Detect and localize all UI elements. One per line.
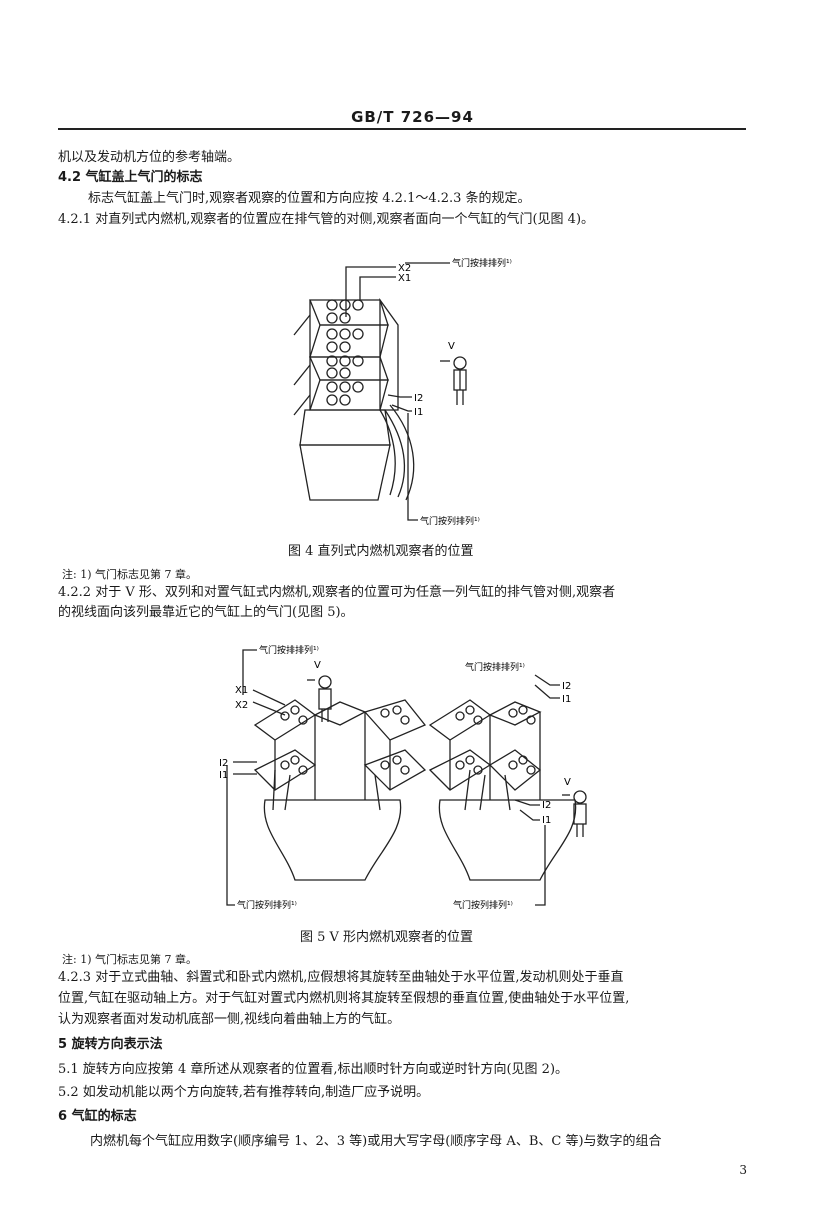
- fig4-intake-label: 气门按列排列¹⁾: [420, 515, 480, 527]
- section-heading-5: 5 旋转方向表示法: [58, 1037, 163, 1052]
- fig5-right-i1-label: I1: [542, 815, 551, 826]
- clause-5-1: 5.1 旋转方向应按第 4 章所述从观察者的位置看,标出顺时针方向或逆时针方向(…: [58, 1062, 569, 1077]
- fig5-x1-label: X1: [235, 685, 248, 696]
- fig5-x2-label: X2: [235, 700, 248, 711]
- fig4-x1-label: X1: [398, 273, 411, 284]
- fig5-right-i1-top: I1: [562, 694, 571, 705]
- fig5-i2-label: I2: [219, 758, 228, 769]
- text-line: 标志气缸盖上气门时,观察者观察的位置和方向应按 4.2.1～4.2.3 条的规定…: [88, 191, 531, 206]
- fig5-left-top-label: 气门按排排列¹⁾: [259, 644, 319, 656]
- fig5-i1-label: I1: [219, 770, 228, 781]
- figure-5-caption: 图 5 V 形内燃机观察者的位置: [300, 930, 474, 945]
- section-heading-6: 6 气缸的标志: [58, 1109, 137, 1124]
- note-1: 注: 1) 气门标志见第 7 章。: [62, 568, 197, 581]
- clause-4-2-2-cont: 的视线面向该列最靠近它的气缸上的气门(见图 5)。: [58, 605, 354, 620]
- page-header: GB/T 726—94: [351, 108, 474, 126]
- fig4-i2-label: I2: [414, 393, 423, 404]
- figure-4-caption: 图 4 直列式内燃机观察者的位置: [288, 544, 474, 559]
- fig5-right-i2-label: I2: [542, 800, 551, 811]
- fig4-x2-label: X2: [398, 263, 411, 274]
- clause-4-2-3-cont1: 位置,气缸在驱动轴上方。对于气缸对置式内燃机则将其旋转至假想的垂直位置,使曲轴处…: [58, 991, 630, 1006]
- fig5-right-top-label: 气门按排排列¹⁾: [465, 661, 525, 673]
- clause-4-2-3: 4.2.3 对于立式曲轴、斜置式和卧式内燃机,应假想将其旋转至曲轴处于水平位置,…: [58, 970, 624, 985]
- fig5-right-i2-top: I2: [562, 681, 571, 692]
- note-2: 注: 1) 气门标志见第 7 章。: [62, 953, 197, 966]
- clause-4-2-1: 4.2.1 对直列式内燃机,观察者的位置应在排气管的对侧,观察者面向一个气缸的气…: [58, 212, 595, 227]
- clause-4-2-3-cont2: 认为观察者面对发动机底部一侧,视线向着曲轴上方的气缸。: [58, 1012, 401, 1027]
- fig5-left-bottom-label: 气门按列排列¹⁾: [237, 899, 297, 911]
- section-heading-4-2: 4.2 气缸盖上气门的标志: [58, 170, 203, 185]
- page-number: 3: [739, 1163, 747, 1177]
- clause-5-2: 5.2 如发动机能以两个方向旋转,若有推荐转向,制造厂应予说明。: [58, 1085, 430, 1100]
- fig4-i1-label: I1: [414, 407, 423, 418]
- clause-4-2-2: 4.2.2 对于 V 形、双列和对置气缸式内燃机,观察者的位置可为任意一列气缸的…: [58, 585, 616, 600]
- fig5-right-v-label: V: [564, 777, 571, 788]
- text-line: 机以及发动机方位的参考轴端。: [58, 150, 241, 165]
- header-rule: [58, 128, 746, 130]
- fig4-v-label: V: [448, 341, 455, 352]
- fig4-exhaust-label: 气门按排排列¹⁾: [452, 257, 512, 269]
- figure-4-diagram: X2 X1 气门按排排列¹⁾ V I2 I1 气门按列排列¹⁾: [293, 257, 512, 527]
- section-6-paragraph: 内燃机每个气缸应用数字(顺序编号 1、2、3 等)或用大写字母(顺序字母 A、B…: [90, 1134, 662, 1149]
- fig5-right-bottom-label: 气门按列排列¹⁾: [453, 899, 513, 911]
- figure-5-diagram: 气门按排排列¹⁾ X1 X2 V I2 I1 气门按列排列¹⁾ 气门按排排列¹⁾…: [219, 644, 587, 911]
- fig5-v-label: V: [314, 660, 321, 671]
